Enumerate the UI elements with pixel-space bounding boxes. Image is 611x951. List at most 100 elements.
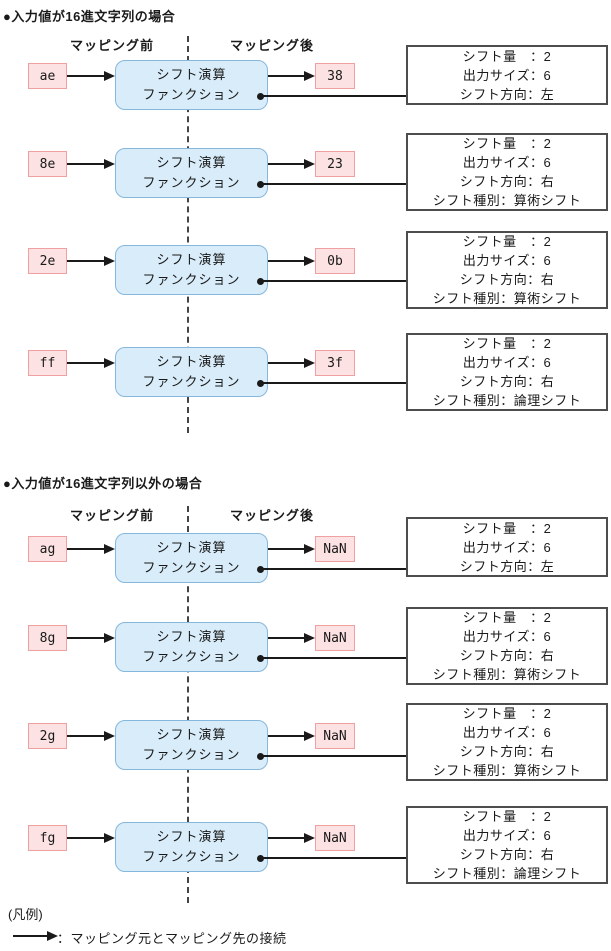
shift-function-box: シフト演算 ファンクション (115, 60, 268, 110)
note-line: 出力サイズ：6 (462, 155, 552, 170)
output-arrowhead-icon (304, 256, 315, 266)
mapping-row: fg シフト演算 ファンクション NaN (0, 822, 611, 872)
mapping-row: 2e シフト演算 ファンクション 0b (0, 245, 611, 295)
output-value: NaN (323, 830, 347, 846)
input-value: ae (39, 68, 56, 84)
connector-dot (257, 93, 264, 100)
output-arrowhead-icon (304, 71, 315, 81)
function-label-line2: ファンクション (142, 747, 241, 762)
output-value-box: NaN (315, 723, 355, 749)
output-value-box: NaN (315, 625, 355, 651)
parameter-note-box: シフト量 ：2 出力サイズ：6 シフト方向：右 シフト種別：算術シフト (406, 607, 608, 685)
note-line: 出力サイズ：6 (462, 355, 552, 370)
output-arrow-line (268, 260, 304, 262)
input-value: 2g (39, 728, 56, 744)
input-arrow-line (67, 163, 104, 165)
output-arrow-line (268, 548, 304, 550)
input-arrowhead-icon (104, 731, 115, 741)
mapping-row: 2g シフト演算 ファンクション NaN (0, 720, 611, 770)
column-header-before-mapping: マッピング前 (69, 38, 154, 53)
shift-function-box: シフト演算 ファンクション (115, 533, 268, 583)
note-line: シフト種別：算術シフト (432, 291, 582, 306)
note-line: シフト種別：算術シフト (432, 667, 582, 682)
legend-arrow-description: ：マッピング元とマッピング先の接続 (57, 931, 287, 946)
input-arrowhead-icon (104, 256, 115, 266)
note-line: シフト量 ：2 (462, 336, 552, 351)
parameter-note-box: シフト量 ：2 出力サイズ：6 シフト方向：右 シフト種別：論理シフト (406, 806, 608, 884)
input-value: 8e (39, 156, 56, 172)
input-value: 8g (39, 630, 56, 646)
input-arrowhead-icon (104, 633, 115, 643)
output-arrow-line (268, 837, 304, 839)
output-value-box: 38 (315, 63, 355, 89)
connector-dot (257, 278, 264, 285)
note-connector-line (261, 657, 406, 659)
function-label-line2: ファンクション (142, 649, 241, 664)
output-value-box: NaN (315, 536, 355, 562)
connector-dot (257, 753, 264, 760)
input-arrowhead-icon (104, 358, 115, 368)
input-value-box: 2g (28, 723, 67, 749)
input-arrow-line (67, 362, 104, 364)
note-line: シフト種別：論理シフト (432, 393, 582, 408)
note-line: シフト種別：算術シフト (432, 193, 582, 208)
note-connector-line (261, 280, 406, 282)
note-connector-line (261, 183, 406, 185)
output-value-box: NaN (315, 825, 355, 851)
note-line: シフト量 ：2 (462, 809, 552, 824)
input-value-box: 8g (28, 625, 67, 651)
mapping-row: ag シフト演算 ファンクション NaN (0, 533, 611, 583)
mapping-row: 8e シフト演算 ファンクション 23 (0, 148, 611, 198)
note-line: シフト方向：右 (459, 847, 555, 862)
function-label-line2: ファンクション (142, 849, 241, 864)
function-label-line2: ファンクション (142, 560, 241, 575)
parameter-note-box: シフト量 ：2 出力サイズ：6 シフト方向：右 シフト種別：算術シフト (406, 133, 608, 211)
function-label-line1: シフト演算 (156, 252, 227, 267)
output-arrowhead-icon (304, 833, 315, 843)
note-line: シフト量 ：2 (462, 136, 552, 151)
output-arrowhead-icon (304, 544, 315, 554)
column-header-after-mapping: マッピング後 (229, 508, 314, 523)
note-line: シフト方向：左 (459, 86, 555, 102)
connector-dot (257, 380, 264, 387)
output-arrow-line (268, 735, 304, 737)
note-line: 出力サイズ：6 (462, 725, 552, 740)
mapping-row: 8g シフト演算 ファンクション NaN (0, 622, 611, 672)
mapping-row: ff シフト演算 ファンクション 3f (0, 347, 611, 397)
shift-function-box: シフト演算 ファンクション (115, 148, 268, 198)
input-arrow-line (67, 637, 104, 639)
input-arrow-line (67, 260, 104, 262)
function-label-line1: シフト演算 (156, 629, 227, 644)
input-arrow-line (67, 735, 104, 737)
mapping-divider-dashed-line (187, 506, 189, 903)
output-value-box: 0b (315, 248, 355, 274)
input-value-box: ff (28, 350, 67, 376)
note-connector-line (261, 857, 406, 859)
output-arrow-line (268, 163, 304, 165)
function-label-line1: シフト演算 (156, 727, 227, 742)
input-value-box: ae (28, 63, 67, 89)
function-label-line2: ファンクション (142, 175, 241, 190)
output-arrow-line (268, 637, 304, 639)
parameter-note-box: シフト量 ：2 出力サイズ：6 シフト方向：右 シフト種別：算術シフト (406, 703, 608, 781)
output-arrowhead-icon (304, 159, 315, 169)
note-line: シフト種別：論理シフト (432, 866, 582, 881)
legend-arrowhead-icon (47, 931, 58, 941)
input-value: 2e (39, 253, 56, 269)
connector-dot (257, 566, 264, 573)
note-line: シフト量 ：2 (462, 520, 552, 536)
shift-function-box: シフト演算 ファンクション (115, 245, 268, 295)
function-label-line2: ファンクション (142, 374, 241, 389)
function-label-line1: シフト演算 (156, 67, 227, 82)
note-line: シフト量 ：2 (462, 706, 552, 721)
input-arrow-line (67, 837, 104, 839)
note-connector-line (261, 568, 406, 570)
note-line: 出力サイズ：6 (462, 67, 552, 83)
output-value: 3f (327, 355, 343, 371)
note-connector-line (261, 95, 406, 97)
parameter-note-box: シフト量 ：2 出力サイズ：6 シフト方向：右 シフト種別：算術シフト (406, 231, 608, 309)
section-title-nonhex: ●入力値が16進文字列以外の場合 (3, 476, 203, 491)
input-arrowhead-icon (104, 159, 115, 169)
mapping-row: ae シフト演算 ファンクション 38 (0, 60, 611, 110)
